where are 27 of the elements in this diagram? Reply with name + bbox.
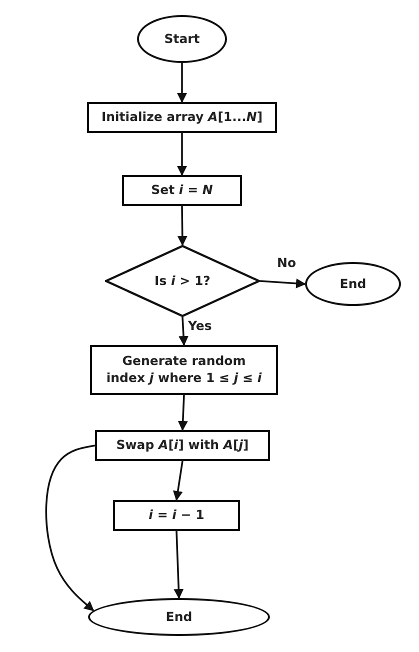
arrow (172, 460, 184, 501)
process-box (87, 102, 277, 133)
decision-diamond (105, 245, 260, 317)
node-label: i = i − 1 (148, 507, 206, 524)
node-label: End (164, 608, 194, 626)
node-label: Start (163, 30, 201, 48)
terminal-ellipse (88, 598, 270, 636)
arrow (177, 63, 187, 103)
arrow (177, 133, 187, 176)
edge-label: No (275, 255, 298, 270)
arrow (260, 278, 306, 288)
edge-label: Yes (186, 318, 214, 333)
process-box (95, 430, 270, 461)
node-label: Initialize array A[1...N] (100, 109, 264, 126)
node-label: Swap A[i] with A[j] (115, 437, 250, 454)
arrow (174, 530, 184, 599)
process-box (113, 500, 240, 531)
arrow (177, 206, 188, 246)
node-label: Is i > 1? (154, 272, 212, 290)
arrow (178, 316, 188, 346)
node-label: Set i = N (150, 182, 214, 199)
node-label: Generate random index j where 1 ≤ j ≤ i (105, 353, 263, 387)
arrow (178, 394, 188, 431)
process-box (90, 345, 278, 395)
arrow (45, 444, 96, 612)
node-label: End (338, 276, 368, 292)
process-box (122, 175, 242, 206)
